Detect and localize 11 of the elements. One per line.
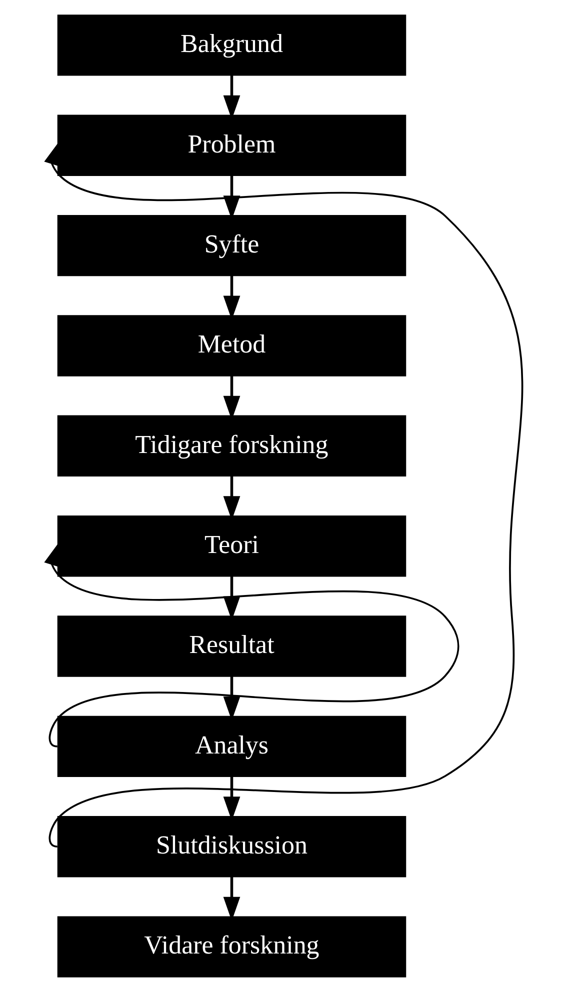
node-box: Teori <box>57 515 406 577</box>
node-box: Syfte <box>57 214 406 276</box>
node-box: Analys <box>57 716 406 778</box>
node-box: Vidare forskning <box>57 916 406 978</box>
arrow <box>44 142 524 848</box>
node-box: Metod <box>57 315 406 376</box>
node-box: Slutdiskussion <box>57 816 406 878</box>
node-box: Tidigare forskning <box>57 415 406 477</box>
node-box: Bakgrund <box>57 14 406 76</box>
node-box: Resultat <box>57 616 406 677</box>
node-box: Problem <box>57 114 406 176</box>
